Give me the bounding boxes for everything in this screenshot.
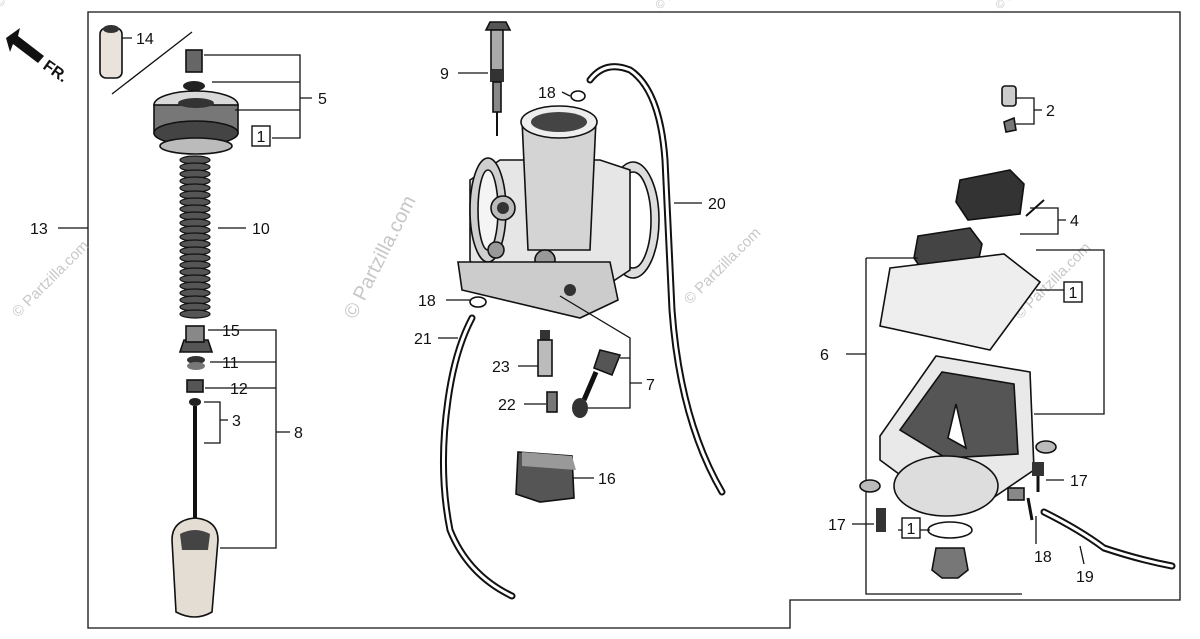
callout-label: 20 <box>708 196 726 213</box>
part-18-clip-top <box>570 90 586 102</box>
part-9-screw <box>484 21 512 136</box>
callout-label: 17 <box>828 517 846 534</box>
kit-box-label: 1 <box>257 129 266 146</box>
leader-4 <box>1020 207 1066 235</box>
part-2-float-valve <box>1001 85 1017 133</box>
callout-label: 17 <box>1070 473 1088 490</box>
leader-19 <box>1079 545 1085 565</box>
callout-label: 23 <box>492 359 510 376</box>
leader-6-bracket <box>846 249 1105 595</box>
callout-label: 21 <box>414 331 432 348</box>
carburetor-body <box>457 105 660 319</box>
callout-label: 6 <box>820 347 829 364</box>
callout-label: 15 <box>222 323 240 340</box>
part-20-tube-inner <box>588 65 724 494</box>
direction-label: FR. <box>40 57 71 86</box>
watermark: © Partzilla.com <box>652 0 719 12</box>
diagram-border <box>87 11 1181 629</box>
callout-label: 18 <box>538 85 556 102</box>
spring-coil <box>179 309 211 319</box>
callout-label: 22 <box>498 397 516 414</box>
part-10-spring <box>179 155 211 319</box>
callout-label: 4 <box>1070 213 1079 230</box>
part-16-cap <box>515 451 576 503</box>
part-12-retainer <box>186 379 204 393</box>
callout-label: 7 <box>646 377 655 394</box>
part-23-jet <box>537 330 553 377</box>
leader-7 <box>559 295 642 409</box>
part-11-spring-clip <box>187 356 205 370</box>
callout-label: 16 <box>598 471 616 488</box>
part-15-holder <box>178 325 214 353</box>
kit-box-right: 1 <box>1063 281 1083 303</box>
callout-label: 14 <box>136 31 154 48</box>
callout-label: 12 <box>230 381 248 398</box>
callout-label: 13 <box>30 221 48 238</box>
kit-box-bottom: 1 <box>901 517 921 539</box>
part-19-tube-inner <box>1042 510 1174 568</box>
leader-18a <box>561 91 571 97</box>
kit-box-label: 1 <box>907 521 916 538</box>
kit-box-top-left: 1 <box>251 125 271 147</box>
part-19-tube <box>1040 508 1176 570</box>
leader-2 <box>1016 97 1042 125</box>
callout-label: 19 <box>1076 569 1094 586</box>
watermark: © Partzilla.com <box>340 192 421 322</box>
part-drain-plug <box>927 521 973 579</box>
leader-14 <box>111 31 193 95</box>
part-14-sleeve <box>99 25 123 79</box>
callout-label: 8 <box>294 425 303 442</box>
part-17-screw-right <box>1032 440 1057 492</box>
callout-labels: 14 5 13 10 15 11 12 3 8 9 18 20 18 21 23… <box>30 31 1094 586</box>
watermark: © Partzilla.com <box>681 224 764 307</box>
watermark: © Partzilla.com <box>992 0 1059 12</box>
callout-label: 18 <box>418 293 436 310</box>
callout-label: 3 <box>232 413 241 430</box>
kit-box-label: 1 <box>1069 285 1078 302</box>
part-18-clip-mid <box>469 296 487 308</box>
part-5-cap <box>153 49 239 155</box>
front-direction-arrow <box>6 28 44 63</box>
callout-label: 11 <box>222 355 239 372</box>
leader-8-bracket <box>205 329 290 549</box>
leader-5-bracket <box>204 54 312 139</box>
part-7-screw-set <box>572 349 622 418</box>
part-3-needle <box>189 398 201 520</box>
part-21-tube-inner <box>441 316 514 598</box>
part-18-clip-right <box>1026 497 1034 521</box>
part-float-bowl <box>879 355 1035 517</box>
part-8-throttle-valve <box>171 517 219 618</box>
part-22-jet <box>546 391 558 413</box>
callout-label: 10 <box>252 221 270 238</box>
callout-label: 2 <box>1046 103 1055 120</box>
part-17-screw-left <box>859 479 886 532</box>
callout-label: 9 <box>440 66 449 83</box>
callout-label: 18 <box>1034 549 1052 566</box>
callout-label: 5 <box>318 91 327 108</box>
watermark: © Partzilla.com <box>9 237 92 320</box>
watermark: © Partzilla.com <box>0 0 59 10</box>
part-gasket <box>879 253 1042 351</box>
leader-3 <box>204 401 228 444</box>
